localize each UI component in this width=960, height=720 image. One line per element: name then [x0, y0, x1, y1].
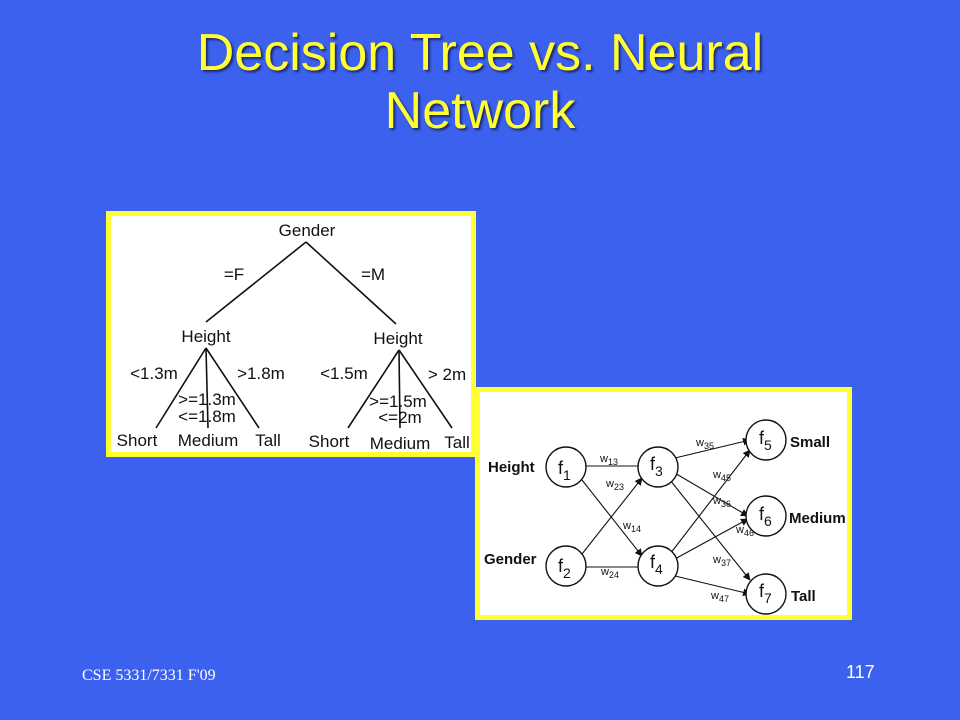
weight-w47-label: w47 — [710, 590, 729, 604]
tree-edge-root-right — [305, 241, 397, 325]
tree-left-leaf-tall: Tall — [255, 431, 281, 450]
tree-edge-label-right: =M — [361, 265, 385, 284]
node-f7-label: f7 — [759, 581, 772, 606]
weight-w37-label: w37 — [712, 554, 731, 568]
edge-w37 — [669, 479, 751, 581]
tree-left-leaf-medium: Medium — [178, 431, 238, 450]
tree-edge-left-short — [155, 347, 207, 429]
tree-left-cond-mid-2: <=1.8m — [178, 407, 236, 426]
node-f2-label: f2 — [558, 556, 571, 581]
footer-course: CSE 5331/7331 F'09 — [82, 667, 216, 684]
node-f4-label: f4 — [650, 552, 663, 577]
title-line-1: Decision Tree vs. Neural — [196, 24, 764, 82]
slide-number: 117 — [846, 662, 875, 682]
tree-edge-label-left: =F — [224, 265, 244, 284]
slide-title: Decision Tree vs. Neural Network — [0, 24, 960, 140]
node-f5-circle — [745, 419, 787, 461]
tree-edges — [155, 241, 453, 429]
tree-right-cond-mid-2: <=2m — [378, 408, 421, 427]
node-f1-circle — [545, 446, 587, 488]
weight-w46-label: w46 — [735, 524, 754, 538]
network-edges — [581, 437, 751, 597]
tree-edge-right-tall — [398, 349, 453, 429]
decision-tree-diagram: Gender =F =M Height <1.3m >1.8m >=1.3m <… — [117, 221, 470, 452]
output-label-tall: Tall — [791, 588, 816, 605]
weight-w24-label: w24 — [600, 566, 619, 580]
edge-w45 — [669, 449, 751, 555]
tree-edge-left-medium — [205, 347, 209, 429]
tree-root-label: Gender — [279, 221, 336, 240]
tree-right-node-label: Height — [373, 329, 422, 348]
node-f4-circle — [637, 545, 679, 587]
tree-edge-left-tall — [205, 347, 260, 429]
weight-w23-label: w23 — [605, 478, 624, 492]
edge-w14 — [581, 479, 643, 557]
weight-w13-label: w13 — [599, 453, 618, 467]
node-f3-circle — [637, 446, 679, 488]
tree-right-leaf-medium: Medium — [370, 434, 430, 452]
tree-left-cond-left: <1.3m — [130, 364, 178, 383]
tree-left-node-label: Height — [181, 327, 230, 346]
tree-right-cond-mid-1: >=1.5m — [369, 392, 427, 411]
tree-left-leaf-short: Short — [117, 431, 158, 450]
tree-right-cond-left: <1.5m — [320, 364, 368, 383]
tree-right-cond-right: > 2m — [428, 365, 466, 384]
network-node-circles — [545, 419, 787, 615]
node-f5-label: f5 — [759, 428, 772, 453]
node-f1-label: f1 — [558, 458, 571, 483]
tree-right-leaf-tall: Tall — [444, 433, 470, 452]
node-f6-circle — [745, 495, 787, 537]
tree-left-cond-mid-1: >=1.3m — [178, 390, 236, 409]
input-label-gender: Gender — [484, 551, 537, 568]
weight-w45-label: w45 — [712, 469, 731, 483]
tree-edge-root-left — [205, 241, 307, 323]
weight-w35-label: w35 — [695, 437, 714, 451]
neural-network-diagram: Height Gender Small Medium Tall f1 f2 f3… — [484, 419, 846, 615]
output-label-medium: Medium — [789, 510, 846, 527]
neural-network-panel: Height Gender Small Medium Tall f1 f2 f3… — [475, 387, 852, 620]
tree-left-cond-right: >1.8m — [237, 364, 285, 383]
edge-w36 — [672, 471, 749, 517]
edge-w46 — [672, 518, 749, 561]
edge-w23 — [581, 477, 643, 555]
node-f2-circle — [545, 545, 587, 587]
tree-right-leaf-short: Short — [309, 432, 350, 451]
node-f7-circle — [745, 573, 787, 615]
input-label-height: Height — [488, 459, 535, 476]
weight-w14-label: w14 — [622, 520, 641, 534]
tree-edge-right-short — [347, 349, 400, 429]
output-label-small: Small — [790, 434, 830, 451]
edge-w35 — [674, 437, 751, 459]
edge-w47 — [674, 575, 751, 597]
title-line-2: Network — [384, 82, 576, 140]
weight-w36-label: w36 — [712, 495, 731, 509]
decision-tree-panel: Gender =F =M Height <1.3m >1.8m >=1.3m <… — [106, 211, 476, 457]
node-f6-label: f6 — [759, 504, 772, 529]
node-f3-label: f3 — [650, 454, 663, 479]
tree-edge-right-medium — [398, 349, 401, 429]
